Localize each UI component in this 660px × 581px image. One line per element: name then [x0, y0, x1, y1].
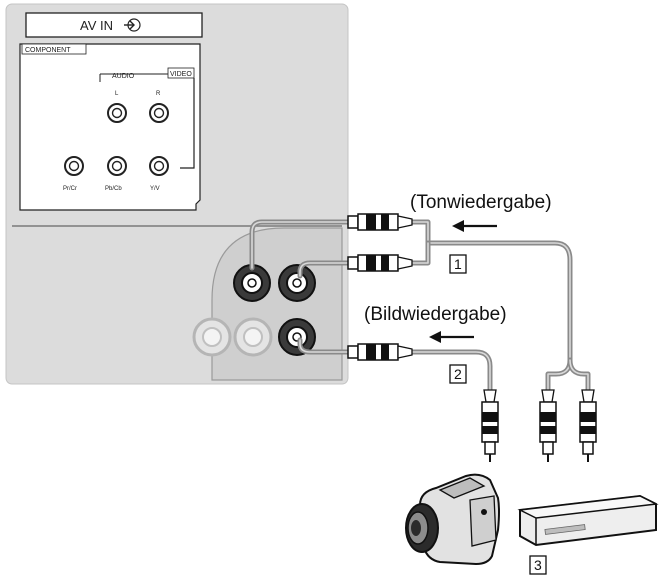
- camcorder-icon: [405, 473, 500, 566]
- callout-2-number: 2: [454, 366, 462, 382]
- physical-jacks: [192, 264, 316, 357]
- component-label: COMPONENT: [25, 47, 71, 54]
- arrow-left-icon: [452, 220, 497, 232]
- video-label: VIDEO: [170, 71, 192, 78]
- av-in-header: AV IN: [25, 12, 203, 38]
- input-arrow-icon: [124, 18, 141, 32]
- video-annotation: (Bildwiedergabe): [364, 304, 507, 325]
- jack-label-pr: Pr/Cr: [63, 186, 77, 192]
- callout-2: 2: [449, 364, 467, 384]
- audio-plug-device-r: [579, 389, 597, 462]
- callout-1-number: 1: [454, 256, 462, 272]
- jack-label-pb: Pb/Cb: [105, 186, 122, 192]
- audio-label: AUDIO: [112, 73, 135, 80]
- audio-cable: [249, 213, 597, 462]
- video-cable: [297, 337, 499, 462]
- video-plug-panel: [347, 343, 413, 361]
- jack-label-y: Y/V: [150, 186, 160, 192]
- audio-plug-bottom: [347, 254, 413, 272]
- callout-3: 3: [529, 555, 547, 575]
- av-in-label: AV IN: [80, 18, 113, 33]
- dvd-player-icon: [517, 494, 659, 547]
- callout-3-number: 3: [534, 557, 542, 573]
- video-plug-device: [481, 389, 499, 462]
- component-jack-pr: [192, 317, 232, 357]
- callout-1: 1: [449, 254, 467, 274]
- audio-l-jack: [107, 103, 127, 123]
- component-panel: COMPONENT AUDIO VIDEO L R Pr/Cr Pb/Cb Y/…: [19, 43, 201, 211]
- audio-r-jack: [149, 103, 169, 123]
- pb-jack: [107, 156, 127, 176]
- jack-label-r: R: [156, 91, 161, 97]
- component-jack-pb: [233, 317, 273, 357]
- rear-audio-l-jack: [233, 264, 271, 302]
- jack-label-l: L: [115, 91, 119, 97]
- y-video-jack: [149, 156, 169, 176]
- pr-jack: [64, 156, 84, 176]
- audio-plug-top: [347, 213, 413, 231]
- audio-plug-device-l: [539, 389, 557, 462]
- rear-audio-r-jack: [278, 264, 316, 302]
- audio-annotation: (Tonwiedergabe): [410, 192, 552, 213]
- arrow-left-icon: [429, 331, 474, 343]
